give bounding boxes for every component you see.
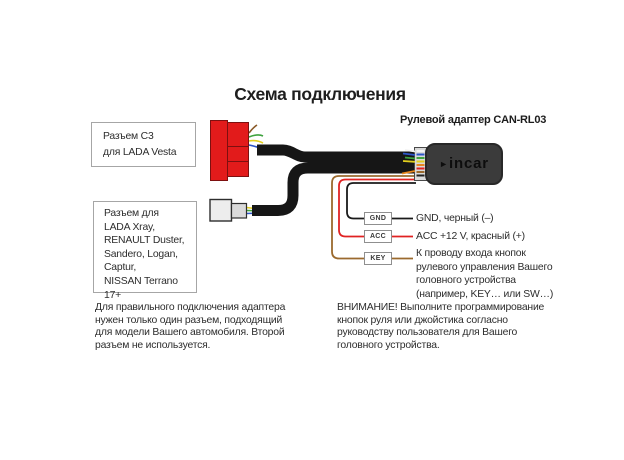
pin-brown — [416, 171, 425, 173]
stub-white — [404, 149, 416, 153]
c3-connector-label-box: Разъем C3 для LADA Vesta — [91, 122, 196, 167]
stub-green — [248, 134, 264, 138]
note-connector-usage: Для правильного подключения адаптера нуж… — [95, 302, 286, 351]
multi-connector-label-box: Разъем для LADA Xray, RENAULT Duster, Sa… — [93, 201, 197, 301]
incar-logo-play-icon: ► — [439, 158, 449, 169]
pin-green — [416, 157, 425, 159]
stub-brown — [248, 124, 258, 134]
incar-logo: ►incar — [439, 156, 489, 173]
stub-yellow — [248, 139, 264, 144]
main-cable-lower — [252, 162, 417, 216]
acc-tag-box: ACC — [364, 230, 392, 243]
acc-wire — [338, 178, 416, 238]
multi-connector-label: Разъем для LADA Xray, RENAULT Duster, Sa… — [104, 208, 185, 301]
c3-connector-label: Разъем C3 для LADA Vesta — [103, 131, 177, 158]
stub-yellow — [402, 160, 416, 163]
adapter-plug — [414, 147, 427, 181]
pin-white — [416, 150, 425, 152]
adapter-title: Рулевой адаптер CAN-RL03 — [400, 114, 547, 126]
stub-green — [404, 156, 416, 160]
adapter-device: ►incar — [425, 143, 503, 185]
pin-yellow — [416, 160, 425, 163]
gnd-wire — [346, 182, 416, 220]
acc-wire-description: ACC +12 V, красный (+) — [416, 231, 525, 242]
main-cable-upper — [257, 144, 417, 163]
pin-orange — [416, 164, 425, 166]
gnd-wire-description: GND, черный (–) — [416, 213, 494, 224]
gnd-tag-box: GND — [364, 212, 392, 225]
key-tag-box: KEY — [364, 252, 392, 265]
page-title: Схема подключения — [234, 84, 406, 104]
pin-black — [416, 174, 425, 177]
incar-logo-text: incar — [449, 154, 489, 172]
multi-connector — [209, 198, 248, 222]
note-attention-programming: ВНИМАНИЕ! Выполните программирование кно… — [337, 302, 545, 351]
stub-blue — [402, 152, 416, 156]
pin-red — [416, 167, 425, 170]
stub-orange — [401, 170, 416, 175]
c3-connector — [210, 120, 249, 181]
key-wire — [331, 175, 416, 260]
plug-wire-stubs — [401, 149, 416, 175]
key-wire-description: К проводу входа кнопок рулевого управлен… — [416, 248, 554, 300]
pin-blue — [416, 153, 425, 156]
